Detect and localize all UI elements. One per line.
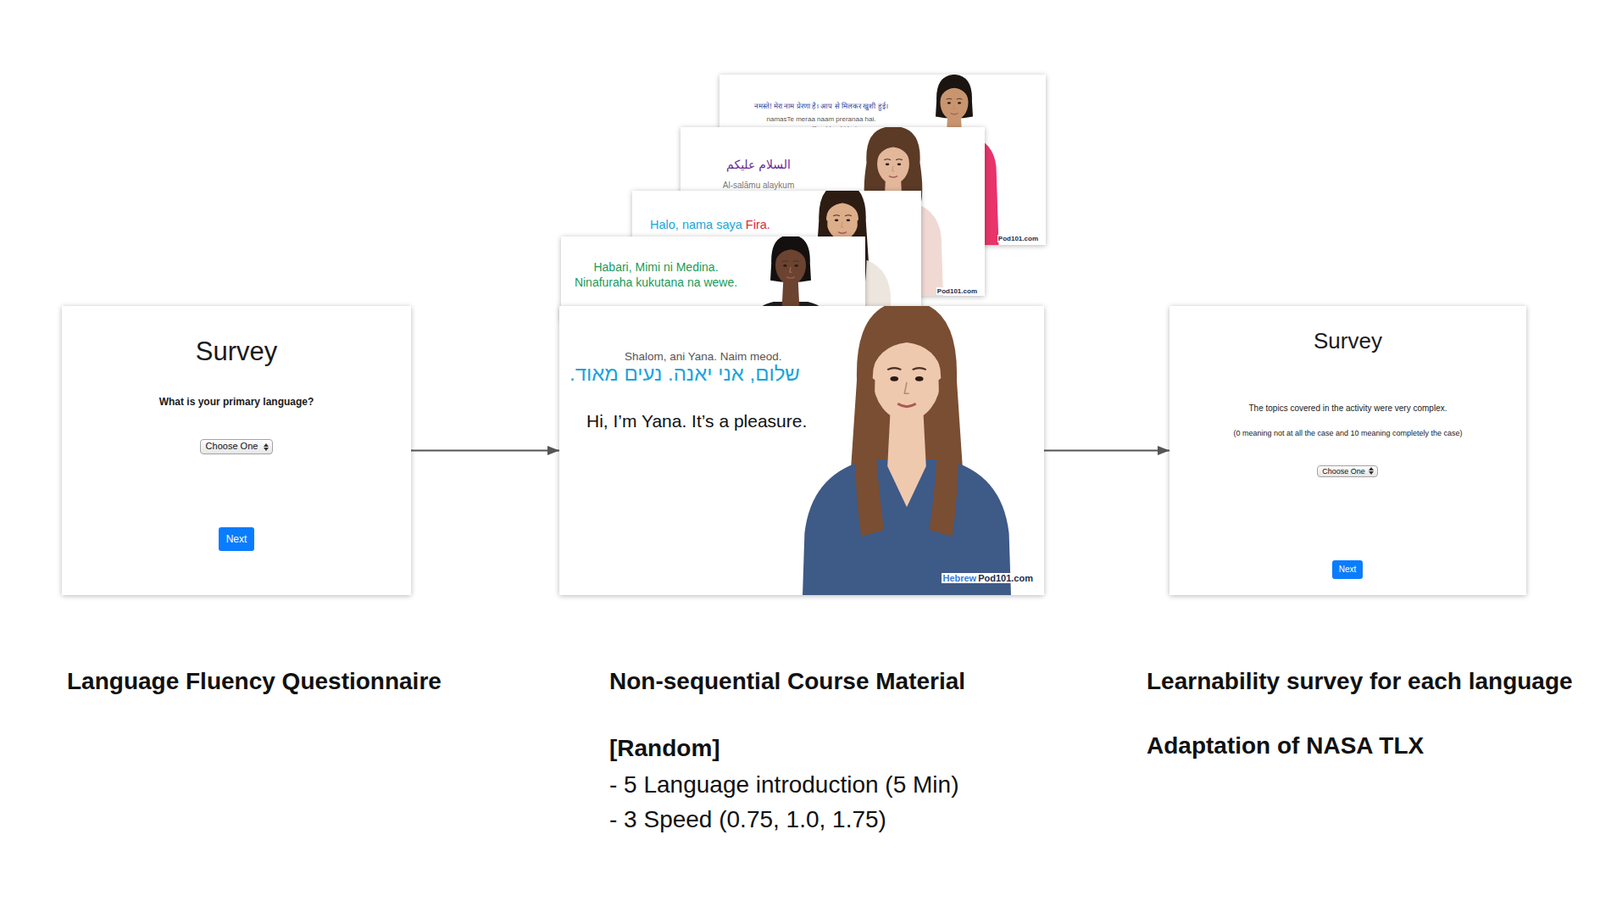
dropdown: Choose One <box>1316 465 1378 478</box>
survey-title: Survey <box>1313 327 1383 354</box>
stage-note-row: - 3 Speed (0.75, 1.0, 1.75) <box>609 805 887 834</box>
stage-heading: [Random] <box>609 734 721 762</box>
site-watermark: Hebrew <box>941 572 978 584</box>
survey-card: SurveyWhat is your primary language? Choo… <box>61 305 412 595</box>
survey-question-row: The topics covered in the activity were … <box>1169 399 1527 415</box>
native-line: السلام عليكم <box>726 157 791 172</box>
stage-heading-row: [Random] <box>609 734 721 762</box>
romanized-line: Shalom, ani Yana. Naim meod. <box>624 350 783 363</box>
romanized-line: namasTe meraa naam preranaa hai. <box>766 115 877 123</box>
romanized-line-row: Al-salāmu alaykum <box>680 176 837 192</box>
stage-heading: Learnability survey for each language <box>1146 667 1573 695</box>
site-watermark-row: Pod101.com <box>936 281 978 296</box>
presenter-figure <box>793 305 1021 595</box>
survey-scale-note: (0 meaning not at all the case and 10 me… <box>1233 428 1462 438</box>
site-watermark-row: Pod101.com <box>997 228 1039 245</box>
native-line: Fira. <box>745 217 771 232</box>
native-line: Halo, nama saya <box>650 217 743 232</box>
stage-note-row: - 5 Language introduction (5 Min) <box>609 771 959 799</box>
stage-heading-row: Learnability survey for each language <box>1146 667 1573 695</box>
stage-note: - 5 Language introduction (5 Min) <box>609 771 959 798</box>
native-line: नमस्ते! मेरा नाम प्रेरणा है। आप से मिलकर… <box>754 101 889 111</box>
survey-question: The topics covered in the activity were … <box>1249 403 1448 413</box>
native-line: Ninafuraha kukutana na wewe. <box>574 275 738 289</box>
site-watermark: Pod101.com <box>936 287 978 295</box>
flow-arrow <box>411 450 560 452</box>
dropdown-value: Choose One <box>1322 466 1366 476</box>
romanized-line-row: namasTe meraa naam preranaa hai. <box>719 109 923 125</box>
survey-question-row: What is your primary language? <box>61 393 412 409</box>
next-button: Next <box>218 527 256 551</box>
survey-title-row: Survey <box>1169 328 1527 355</box>
romanized-line: Al-salāmu alaykum <box>722 180 795 190</box>
survey-card: SurveyThe topics covered in the activity… <box>1169 305 1527 595</box>
stage-heading-row: Language Fluency Questionnaire <box>66 667 442 695</box>
stage-heading-row: Adaptation of NASA TLX <box>1146 732 1424 760</box>
dropdown-value: Choose One <box>205 440 259 451</box>
survey-title-row: Survey <box>61 336 412 367</box>
site-watermark-row: HebrewPod101.com <box>941 569 1034 585</box>
site-watermark: Pod101.com <box>997 234 1039 243</box>
flow-arrow <box>1044 450 1170 452</box>
dropdown-arrows <box>263 443 269 451</box>
native-line-row: नमस्ते! मेरा नाम प्रेरणा है। आप से मिलकर… <box>719 96 923 112</box>
native-line-row: Ninafuraha kukutana na wewe. <box>561 274 751 290</box>
native-line-row: שלום, אני יאנה. נעים מאוד. <box>569 361 800 386</box>
translation-line: Hi, I’m Yana. It’s a pleasure. <box>586 411 807 431</box>
site-watermark: Pod101.com <box>977 572 1034 584</box>
stage-heading: Non-sequential Course Material <box>609 667 966 695</box>
dropdown-arrows <box>1368 466 1374 475</box>
button-label: Next <box>226 533 248 545</box>
native-line: Habari, Mimi ni Medina. <box>593 260 718 274</box>
button-label: Next <box>1338 564 1357 574</box>
stage-note: - 3 Speed (0.75, 1.0, 1.75) <box>609 805 887 833</box>
romanized-line-row: Shalom, ani Yana. Naim meod. <box>624 348 783 364</box>
video-frame: Shalom, ani Yana. Naim meod.שלום, אני יא… <box>559 305 1045 595</box>
native-line-row: Habari, Mimi ni Medina. <box>561 259 751 275</box>
stage-heading-row: Non-sequential Course Material <box>609 667 966 695</box>
native-line-row: السلام عليكم <box>680 156 837 173</box>
dropdown: Choose One <box>200 438 274 454</box>
native-line-row: Halo, nama sayaFira. <box>650 216 771 233</box>
survey-title: Survey <box>195 336 278 367</box>
stage-heading: Adaptation of NASA TLX <box>1146 732 1424 759</box>
survey-question: What is your primary language? <box>159 395 315 408</box>
translation-line-row: Hi, I’m Yana. It’s a pleasure. <box>586 411 807 432</box>
next-button: Next <box>1332 560 1364 579</box>
stage-heading: Language Fluency Questionnaire <box>66 667 442 695</box>
survey-scale-note-row: (0 meaning not at all the case and 10 me… <box>1169 423 1527 439</box>
native-line: שלום, אני יאנה. נעים מאוד. <box>569 361 800 385</box>
